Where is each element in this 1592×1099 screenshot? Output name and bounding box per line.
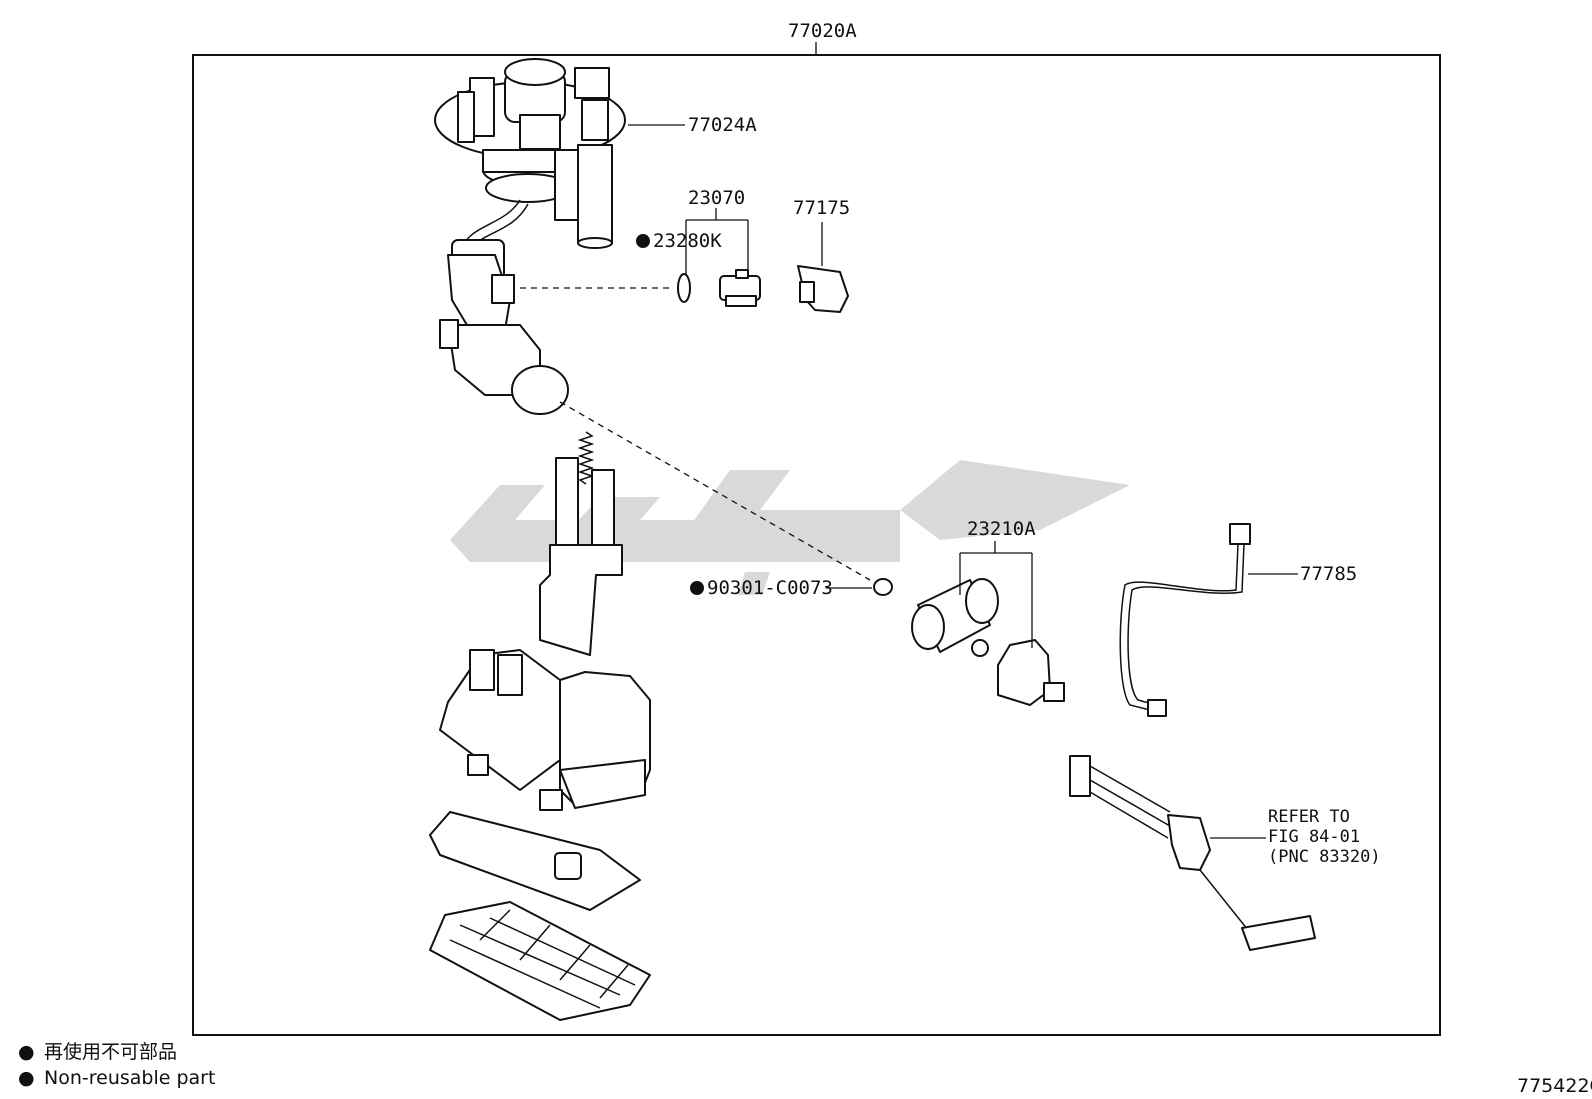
refer-line-3: (PNC 83320): [1268, 847, 1381, 867]
legend-symbol-en: ●: [18, 1067, 35, 1089]
o-ring-23280k: [677, 273, 691, 303]
refer-line-1: REFER TO: [1268, 807, 1350, 827]
refer-line-2: FIG 84-01: [1268, 827, 1360, 847]
legend-symbol-jp: ●: [18, 1041, 35, 1063]
reservoir-cup: [439, 649, 651, 811]
callout-23210A: 23210A: [967, 518, 1036, 540]
fuel-level-sender: [1069, 755, 1316, 951]
legend: ● 再使用不可部品 ● Non-reusable part: [18, 1041, 215, 1089]
retainer-clip-77175: [797, 265, 849, 313]
bracket-23070: [685, 208, 749, 274]
non-reusable-marker-90301: [690, 581, 704, 595]
bracket-23210A: [959, 541, 1033, 648]
pump-module-head: [434, 58, 626, 249]
callout-77024A: 77024A: [688, 114, 757, 136]
dashed-guide-lower: [559, 401, 871, 581]
non-reusable-marker-23280k: [636, 234, 650, 248]
fuel-pump-23210a: [911, 578, 1065, 706]
figure-code: 775422G: [1517, 1075, 1592, 1097]
callout-77785: 77785: [1300, 563, 1357, 585]
callout-23070: 23070: [688, 187, 745, 209]
spring-bracket: [539, 431, 623, 656]
callout-90301-C0073: 90301-C0073: [707, 577, 833, 599]
assembly-label: 77020A: [788, 20, 857, 42]
wire-harness-77785: [1119, 523, 1251, 717]
bottom-plate: [429, 811, 641, 911]
legend-en: Non-reusable part: [44, 1067, 215, 1089]
callout-23280K: 23280K: [653, 230, 722, 252]
sender-gauge-23070: [719, 269, 761, 307]
o-ring-90301: [873, 578, 893, 596]
callout-77175: 77175: [793, 197, 850, 219]
pump-body: [439, 239, 569, 415]
legend-jp: 再使用不可部品: [44, 1041, 177, 1063]
filter-mesh: [429, 901, 651, 1021]
